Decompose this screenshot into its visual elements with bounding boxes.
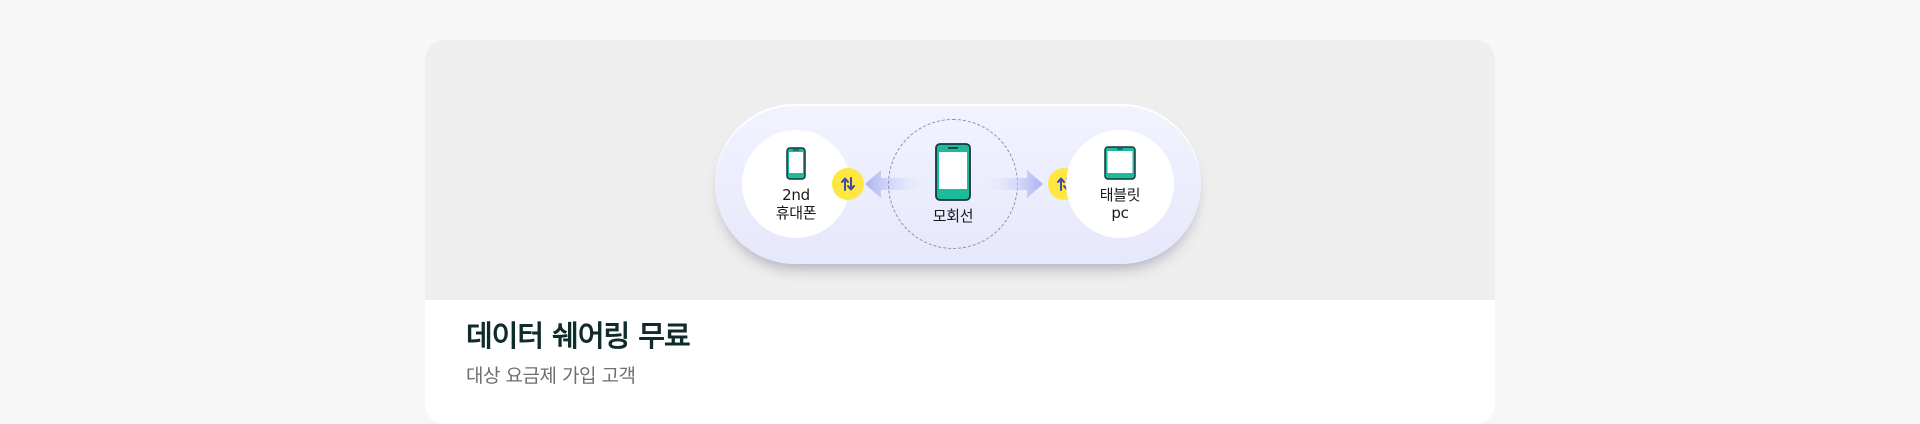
main-line-label: 모회선 — [932, 207, 974, 225]
swap-vertical-icon — [841, 177, 855, 191]
tablet-icon — [1104, 146, 1136, 180]
smartphone-icon — [786, 146, 806, 180]
second-phone-label-line2: 휴대폰 — [775, 203, 817, 222]
second-phone-label-line1: 2nd — [782, 185, 810, 204]
tablet-pc-node: 태블릿 pc — [1066, 130, 1174, 238]
sharing-diagram: 2nd 휴대폰 — [715, 104, 1201, 264]
second-phone-label: 2nd 휴대폰 — [776, 186, 817, 222]
hero-illustration: 2nd 휴대폰 — [425, 40, 1495, 300]
card-info: 데이터 쉐어링 무료 대상 요금제 가입 고객 — [466, 318, 691, 388]
swap-badge-left — [832, 168, 864, 200]
arrow-right-icon — [983, 170, 1043, 198]
tablet-pc-label-line1: 태블릿 — [1099, 186, 1141, 204]
card-title: 데이터 쉐어링 무료 — [466, 319, 691, 353]
smartphone-icon — [935, 143, 971, 201]
tablet-pc-label: 태블릿 pc — [1100, 186, 1141, 222]
data-sharing-card[interactable]: 2nd 휴대폰 — [425, 40, 1495, 424]
card-subtitle: 대상 요금제 가입 고객 — [466, 365, 636, 387]
tablet-pc-label-line2: pc — [1111, 204, 1129, 222]
